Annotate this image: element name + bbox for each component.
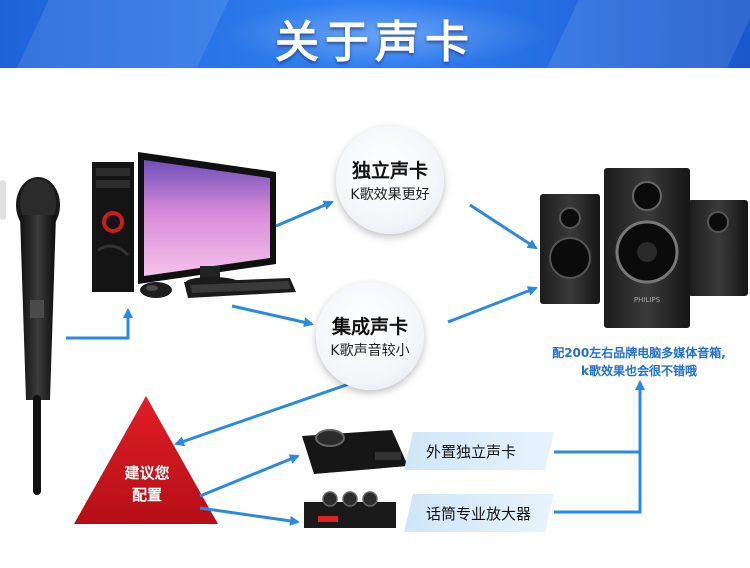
- flow-arrows: [66, 200, 645, 526]
- title-banner: 关于声卡: [0, 0, 750, 68]
- mic-amp-label-box: 话筒专业放大器: [404, 494, 554, 532]
- integrated-card-subtitle: K歌声音较小: [330, 343, 410, 359]
- microphone-icon: [0, 177, 60, 495]
- external-card-label: 外置独立声卡: [426, 443, 517, 461]
- pc-tower-icon: [92, 162, 134, 292]
- recommend-line2: 配置: [131, 486, 162, 504]
- speakers-icon: PHILIPS: [540, 168, 748, 328]
- recommend-text: 建议您 配置: [112, 462, 182, 506]
- mic-amp-label: 话筒专业放大器: [426, 505, 532, 523]
- speaker-note-line2: k歌效果也会很不错哦: [581, 364, 697, 378]
- page-title: 关于声卡: [275, 17, 475, 68]
- speaker-note-line1: 配200左右品牌电脑多媒体音箱,: [552, 346, 726, 360]
- recommend-line1: 建议您: [124, 464, 170, 482]
- mic-amplifier-icon: [304, 491, 396, 528]
- external-card-label-box: 外置独立声卡: [404, 432, 554, 470]
- recommend-triangle: [74, 396, 218, 524]
- independent-card-subtitle: K歌效果更好: [350, 187, 430, 203]
- speaker-brand: PHILIPS: [634, 296, 661, 304]
- speaker-note: 配200左右品牌电脑多媒体音箱, k歌效果也会很不错哦: [528, 344, 750, 380]
- external-card-icon: [302, 429, 408, 474]
- independent-card-bubble: 独立声卡 K歌效果更好: [336, 126, 444, 234]
- monitor-icon: [138, 152, 276, 287]
- integrated-card-bubble: 集成声卡 K歌声音较小: [316, 282, 424, 390]
- independent-card-title: 独立声卡: [351, 160, 428, 182]
- integrated-card-title: 集成声卡: [331, 316, 408, 338]
- keyboard-icon: [140, 278, 296, 298]
